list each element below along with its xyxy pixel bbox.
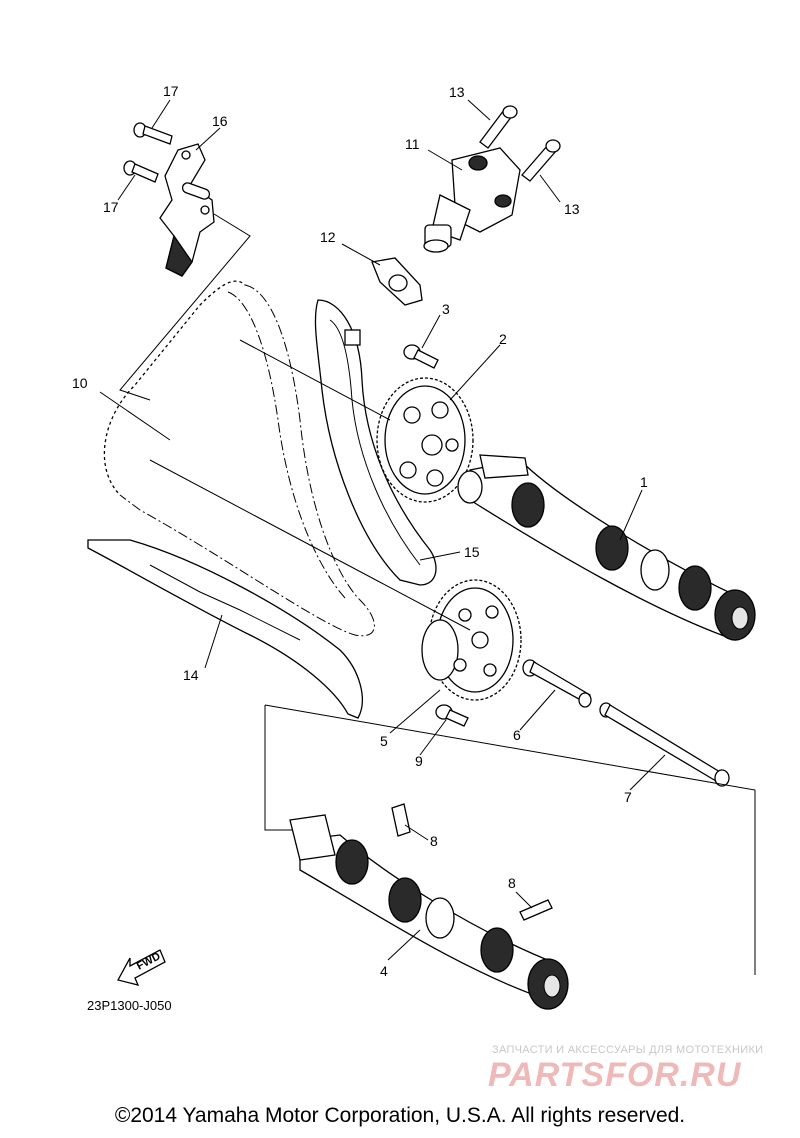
camshaft-lower <box>289 814 569 1010</box>
timing-chain <box>102 279 375 637</box>
callout-17-upper: 17 <box>163 83 179 99</box>
drawing-code: 23P1300-J050 <box>87 998 172 1013</box>
watermark-logo: PARTSFOR.RU <box>488 1056 742 1094</box>
cam-sprocket-upper <box>376 377 474 503</box>
callout-9: 9 <box>415 753 423 769</box>
callout-10: 10 <box>72 375 88 391</box>
cam-sprocket-lower <box>421 579 522 701</box>
bolt-13-upper <box>479 105 518 149</box>
copyright-notice: ©2014 Yamaha Motor Corporation, U.S.A. A… <box>114 1104 686 1127</box>
callout-3: 3 <box>442 301 450 317</box>
callout-2: 2 <box>499 331 507 347</box>
callout-6: 6 <box>513 727 521 743</box>
shaft-7 <box>599 702 730 787</box>
callout-8-upper: 8 <box>430 833 438 849</box>
bolt-17-lower <box>123 160 159 183</box>
watermark-tagline: ЗАПЧАСТИ И АКСЕССУАРЫ ДЛЯ МОТОТЕХНИКИ <box>492 1044 764 1056</box>
chain-guide-15 <box>314 299 437 586</box>
callout-14: 14 <box>183 667 199 683</box>
chain-guide-bracket <box>159 143 215 277</box>
chain-tensioner <box>423 147 521 253</box>
callout-12: 12 <box>320 229 336 245</box>
sprocket-bolt-9 <box>435 704 469 727</box>
tensioner-gasket <box>371 257 423 306</box>
bolt-13-right <box>521 139 561 182</box>
callout-11: 11 <box>405 136 420 152</box>
pin-8-lower <box>519 899 553 921</box>
camshaft-upper <box>457 454 756 641</box>
callout-16: 16 <box>212 113 228 129</box>
sprocket-bolt-3 <box>403 344 439 369</box>
callout-13-upper: 13 <box>449 84 465 100</box>
shaft-6 <box>522 659 592 708</box>
callout-13-right: 13 <box>564 201 580 217</box>
callout-7: 7 <box>624 789 632 805</box>
bolt-17-upper <box>133 122 173 145</box>
chain-guide-14 <box>87 539 363 719</box>
leader-lines <box>99 99 666 961</box>
fwd-arrow-icon: FWD <box>117 949 166 986</box>
callout-15: 15 <box>464 544 480 560</box>
pin-8-upper <box>391 803 411 837</box>
callout-5: 5 <box>380 733 388 749</box>
callout-17-lower: 17 <box>103 199 119 215</box>
callout-labels: 17 16 17 13 11 13 12 3 2 10 1 15 14 5 6 … <box>72 83 648 979</box>
callout-4: 4 <box>380 963 388 979</box>
callout-1: 1 <box>640 474 648 490</box>
callout-8-lower: 8 <box>508 875 516 891</box>
